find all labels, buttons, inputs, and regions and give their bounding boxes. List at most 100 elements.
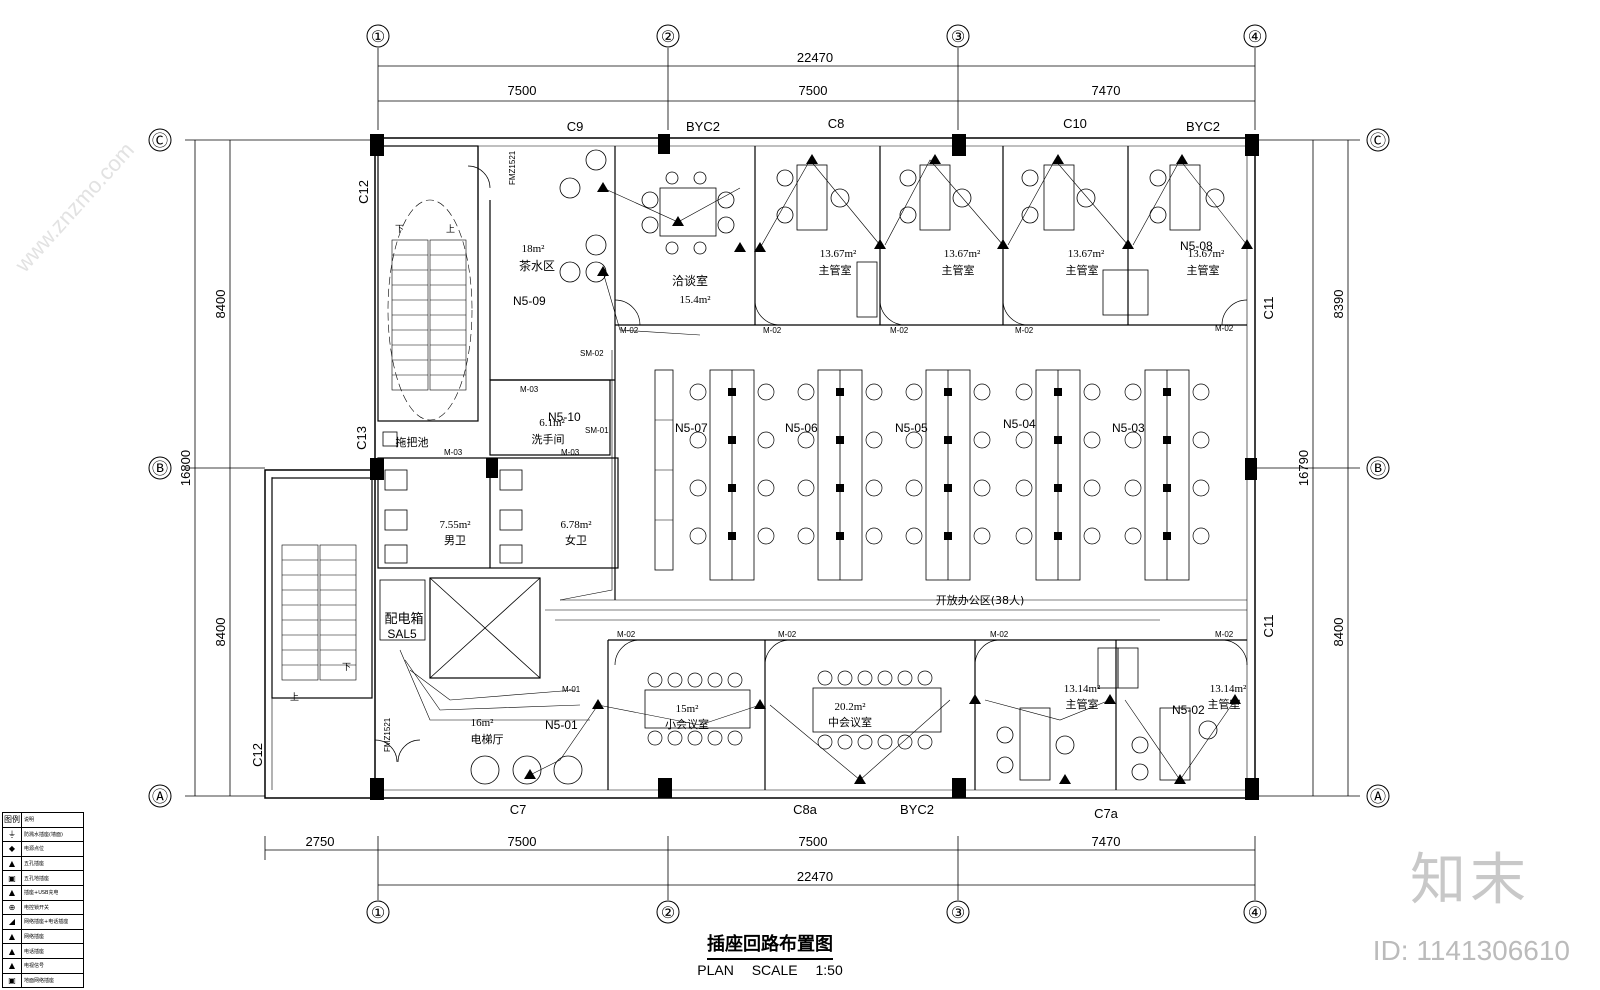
- waterproof-outlet-icon: ⏚: [3, 827, 22, 842]
- legend-item: 网络插座: [24, 934, 45, 941]
- door-tag: M-03: [520, 385, 539, 394]
- axis-c-right: Ⓒ: [1370, 132, 1386, 150]
- office-chair: [757, 383, 775, 401]
- meeting-chair: [707, 672, 723, 688]
- dim-bottom-total: 22470: [797, 869, 833, 884]
- dim-bottom-2: 7500: [508, 834, 537, 849]
- legend-item: 电视信号: [24, 963, 45, 970]
- stair-treads: [281, 199, 473, 681]
- manager4-name: 主管室: [1187, 263, 1220, 277]
- office-chair: [797, 431, 815, 449]
- meeting-chair: [707, 730, 723, 746]
- small-meeting-name: 小会议室: [665, 717, 709, 731]
- dim-right-1: 8390: [1331, 290, 1346, 319]
- window-c8a: C8a: [793, 802, 818, 817]
- manager4-area: 13.67m²: [1188, 248, 1225, 260]
- outlet-symbol: [1122, 239, 1134, 249]
- axis-c-left: Ⓒ: [152, 132, 168, 150]
- dim-top-3: 7470: [1092, 83, 1121, 98]
- stair-up-label: 上: [446, 224, 455, 235]
- legend-item: 插座+USB充电: [24, 890, 59, 897]
- axis-b-left: Ⓑ: [152, 460, 168, 478]
- window-c7: C7: [510, 802, 527, 817]
- axis-b-right: Ⓑ: [1370, 460, 1386, 478]
- tea-name: 茶水区: [519, 258, 555, 273]
- office-chair: [1192, 383, 1210, 401]
- outlet-symbol: [672, 216, 684, 226]
- panel-name: 配电箱: [384, 611, 423, 627]
- axis-1-top: ①: [371, 29, 385, 46]
- window-c12-top: C12: [356, 180, 371, 204]
- circuit-n5-10: N5-10: [548, 410, 581, 424]
- meeting-chair: [837, 670, 853, 686]
- office-chair: [1083, 479, 1101, 497]
- men-area: 7.55m²: [439, 519, 471, 531]
- manager6-name: 主管室: [1208, 697, 1241, 711]
- outlet-symbol: [929, 154, 941, 164]
- id-watermark: ID: 1141306610: [1372, 935, 1570, 966]
- office-chair: [905, 431, 923, 449]
- title-cn: 插座回路布置图: [707, 930, 833, 960]
- meeting-chair: [667, 730, 683, 746]
- window-c10: C10: [1063, 116, 1087, 131]
- door-tag: M-02: [990, 630, 1009, 639]
- outlet-symbol: [969, 694, 981, 704]
- meeting-chair: [727, 730, 743, 746]
- elevator-hall-area: 16m²: [471, 717, 495, 729]
- dim-top-total: 22470: [797, 50, 833, 65]
- stair-down-label: 下: [395, 225, 404, 235]
- meeting-chair: [647, 672, 663, 688]
- desk-outlet: [1054, 532, 1062, 540]
- desk-outlet: [836, 484, 844, 492]
- axis-2-bottom: ②: [661, 905, 675, 922]
- brand-watermark: 知末: [1410, 848, 1530, 913]
- network-outlet-icon: ▲: [3, 929, 22, 944]
- legend-item: 电话插座: [24, 948, 45, 955]
- circuit-n5-02: N5-02: [1172, 703, 1205, 717]
- negotiation-area: 15.4m²: [679, 294, 711, 306]
- dim-right-2: 8400: [1331, 618, 1346, 647]
- mop-name: 拖把池: [396, 435, 429, 449]
- office-chair: [1124, 527, 1142, 545]
- axis-2-top: ②: [661, 29, 675, 46]
- phone-outlet-icon: ▲: [3, 944, 22, 958]
- manager3-area: 13.67m²: [1068, 248, 1105, 260]
- desk-outlet: [728, 388, 736, 396]
- office-chair: [797, 479, 815, 497]
- manager1-area: 13.67m²: [820, 248, 857, 260]
- desk-outlet: [944, 532, 952, 540]
- office-chair: [1192, 527, 1210, 545]
- desk-outlet: [728, 532, 736, 540]
- door-tag: FMZ1521: [383, 717, 392, 752]
- axis-a-left: Ⓐ: [152, 788, 168, 806]
- axis-a-right: Ⓐ: [1370, 788, 1386, 806]
- door-tag: M-02: [763, 326, 782, 335]
- meeting-chair: [897, 670, 913, 686]
- meeting-chair: [817, 670, 833, 686]
- wash-area: 6.1m²: [539, 417, 565, 429]
- five-hole-outlet-icon: ▲: [3, 856, 22, 871]
- desk-outlet: [1054, 388, 1062, 396]
- manager5-name: 主管室: [1066, 697, 1099, 711]
- power-point-icon: ◆: [3, 842, 22, 856]
- stair-up-label: 上: [290, 692, 299, 703]
- outlet-symbol: [524, 769, 536, 779]
- outlet-symbols: [524, 154, 1253, 784]
- office-chair: [973, 431, 991, 449]
- office-chair: [1015, 383, 1033, 401]
- desk-outlet: [1163, 484, 1171, 492]
- women-name: 女卫: [565, 533, 587, 547]
- meeting-chair: [917, 734, 933, 750]
- legend-table: 图例说明 ⏚防溅水插座(墙面) ◆电源点位 ▲五孔插座 ▣五孔地插座 ▲插座+U…: [2, 812, 84, 989]
- outlet-symbol: [1229, 694, 1241, 704]
- office-chair: [1192, 431, 1210, 449]
- door-tag: M-02: [620, 326, 639, 335]
- office-chair: [865, 479, 883, 497]
- tv-signal-icon: ▲: [3, 958, 22, 973]
- door-tag: M-03: [561, 448, 580, 457]
- office-chair: [973, 383, 991, 401]
- stair-down-label: 下: [342, 663, 351, 673]
- meeting-chair: [727, 672, 743, 688]
- window-c9: C9: [567, 119, 584, 134]
